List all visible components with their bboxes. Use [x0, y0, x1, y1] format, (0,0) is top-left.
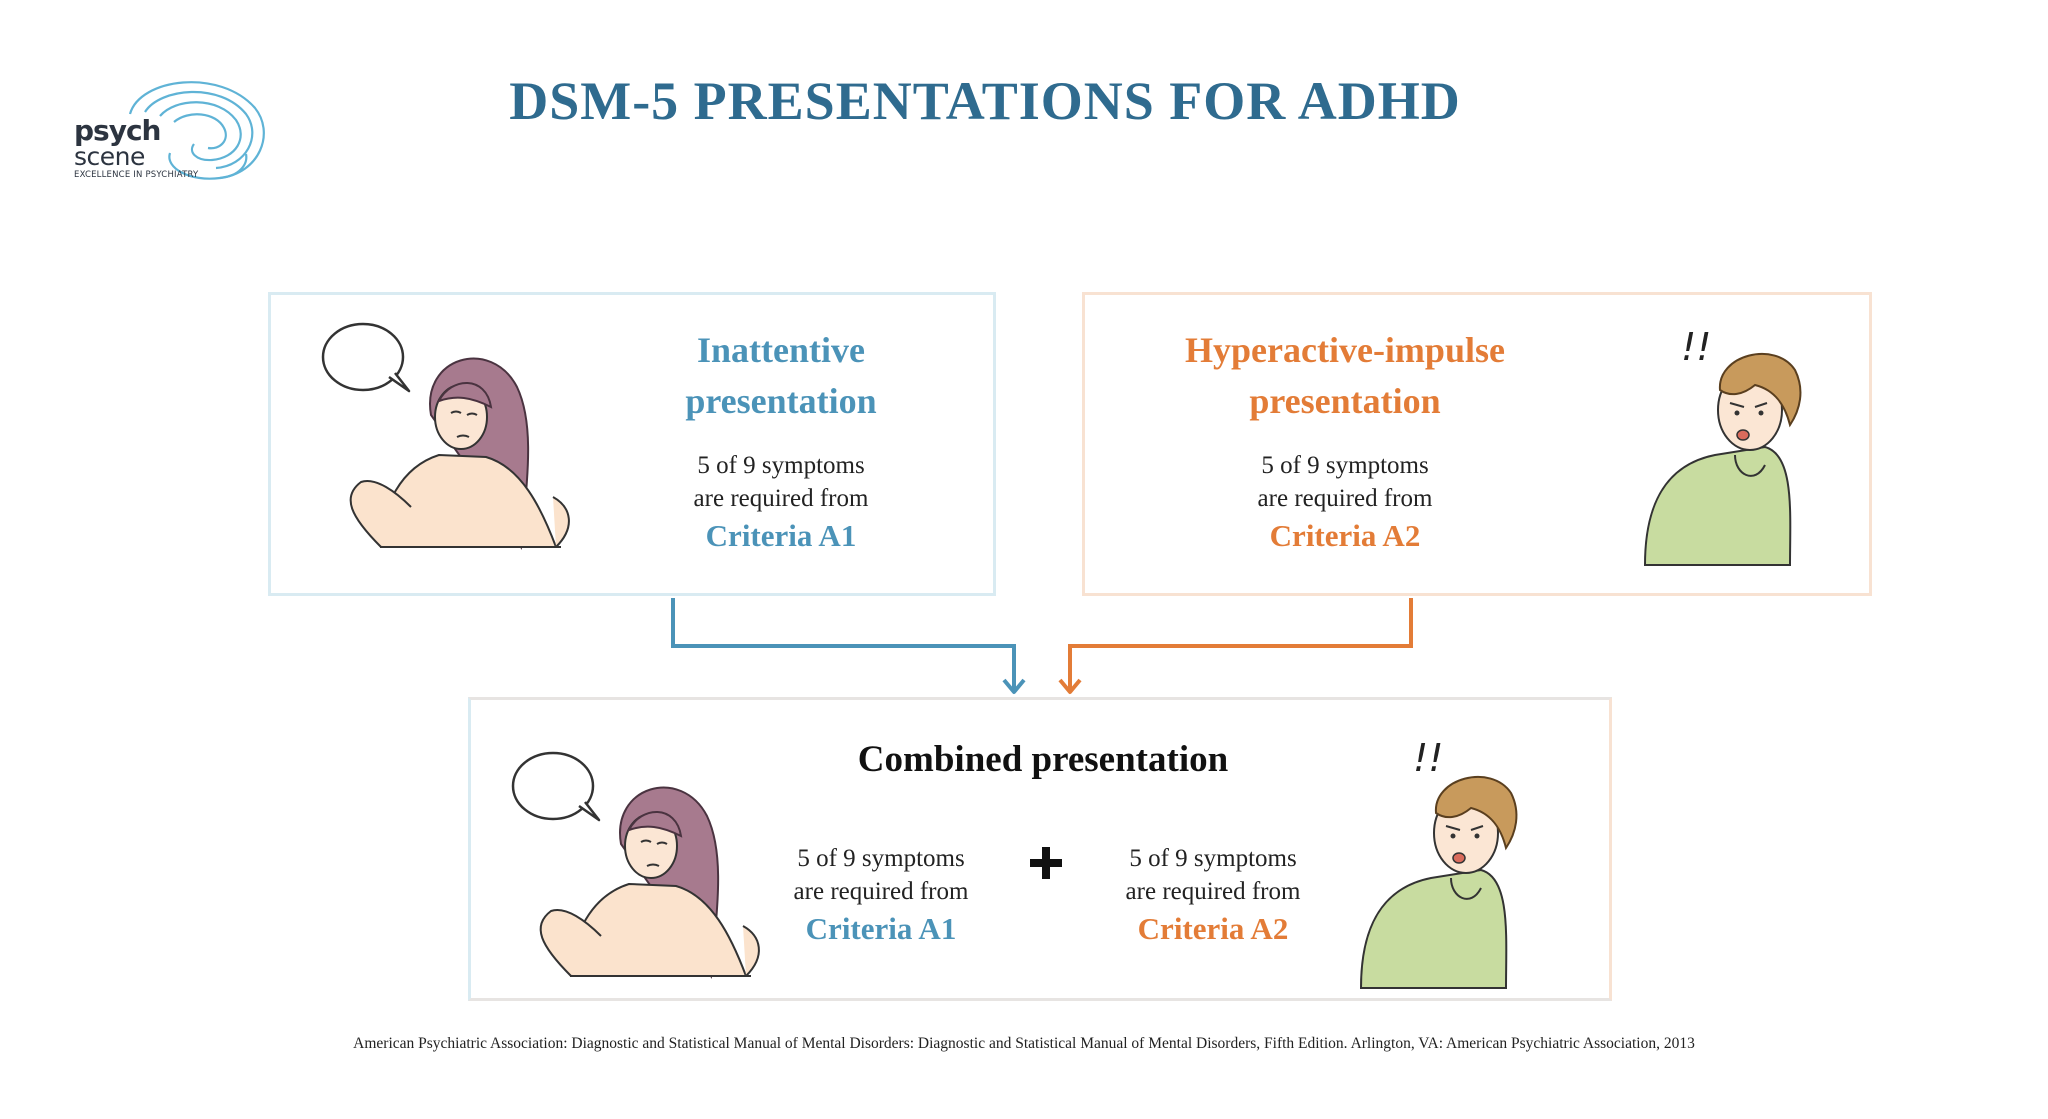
hyperactive-boy-illustration [1643, 353, 1802, 566]
inattentive-girl-illustration [321, 322, 570, 550]
inattentive-presentation-card: Inattentive presentation 5 of 9 symptoms… [268, 292, 996, 596]
hyperactive-impulse-presentation-card: Hyperactive-impulse presentation 5 of 9 … [1082, 292, 1872, 596]
logo-tagline: EXCELLENCE IN PSYCHIATRY [74, 170, 199, 180]
plus-icon [1030, 847, 1062, 879]
combined-right-symptoms-line2: are required from [1125, 878, 1301, 905]
hyperactive-title-line2: presentation [1249, 381, 1441, 421]
inattentive-title-line1: Inattentive [697, 330, 865, 370]
logo-word-scene: scene [74, 142, 145, 171]
orange-connector-line [1068, 598, 1413, 690]
footnote-citation: American Psychiatric Association: Diagno… [353, 1035, 1695, 1052]
hyperactive-title-line1: Hyperactive-impulse [1185, 330, 1505, 370]
combined-left-symptoms-line1: 5 of 9 symptoms [797, 845, 965, 872]
page-title: DSM-5 PRESENTATIONS FOR ADHD [509, 71, 1461, 131]
speech-bubble-icon [321, 322, 411, 393]
combined-right-symptoms-line1: 5 of 9 symptoms [1129, 845, 1297, 872]
brain-swirl-icon [128, 81, 265, 180]
blue-connector-line [671, 598, 1016, 690]
inattentive-criteria: Criteria A1 [705, 518, 857, 553]
hyperactive-symptoms-line1: 5 of 9 symptoms [1261, 452, 1429, 479]
combined-title: Combined presentation [857, 739, 1229, 780]
exclamation-marks: !! [1413, 736, 1444, 780]
inattentive-symptoms-line1: 5 of 9 symptoms [697, 452, 865, 479]
speech-bubble-icon [511, 751, 601, 822]
exclamation-marks: !! [1681, 325, 1712, 369]
hyperactive-criteria: Criteria A2 [1269, 518, 1421, 553]
combined-boy-illustration [1359, 776, 1518, 989]
orange-arrowhead [1058, 678, 1082, 694]
inattentive-symptoms-line2: are required from [693, 485, 869, 512]
psych-scene-logo: psych scene EXCELLENCE IN PSYCHIATRY [70, 68, 270, 188]
combined-presentation-card: Combined presentation 5 of 9 symptoms ar… [468, 697, 1612, 1001]
blue-arrowhead [1002, 678, 1026, 694]
logo-word-psych: psych [74, 114, 161, 147]
combined-right-criteria: Criteria A2 [1137, 911, 1289, 946]
combined-left-symptoms-line2: are required from [793, 878, 969, 905]
combined-girl-illustration [511, 751, 760, 979]
inattentive-title-line2: presentation [685, 381, 877, 421]
combined-left-criteria: Criteria A1 [805, 911, 957, 946]
hyperactive-symptoms-line2: are required from [1257, 485, 1433, 512]
